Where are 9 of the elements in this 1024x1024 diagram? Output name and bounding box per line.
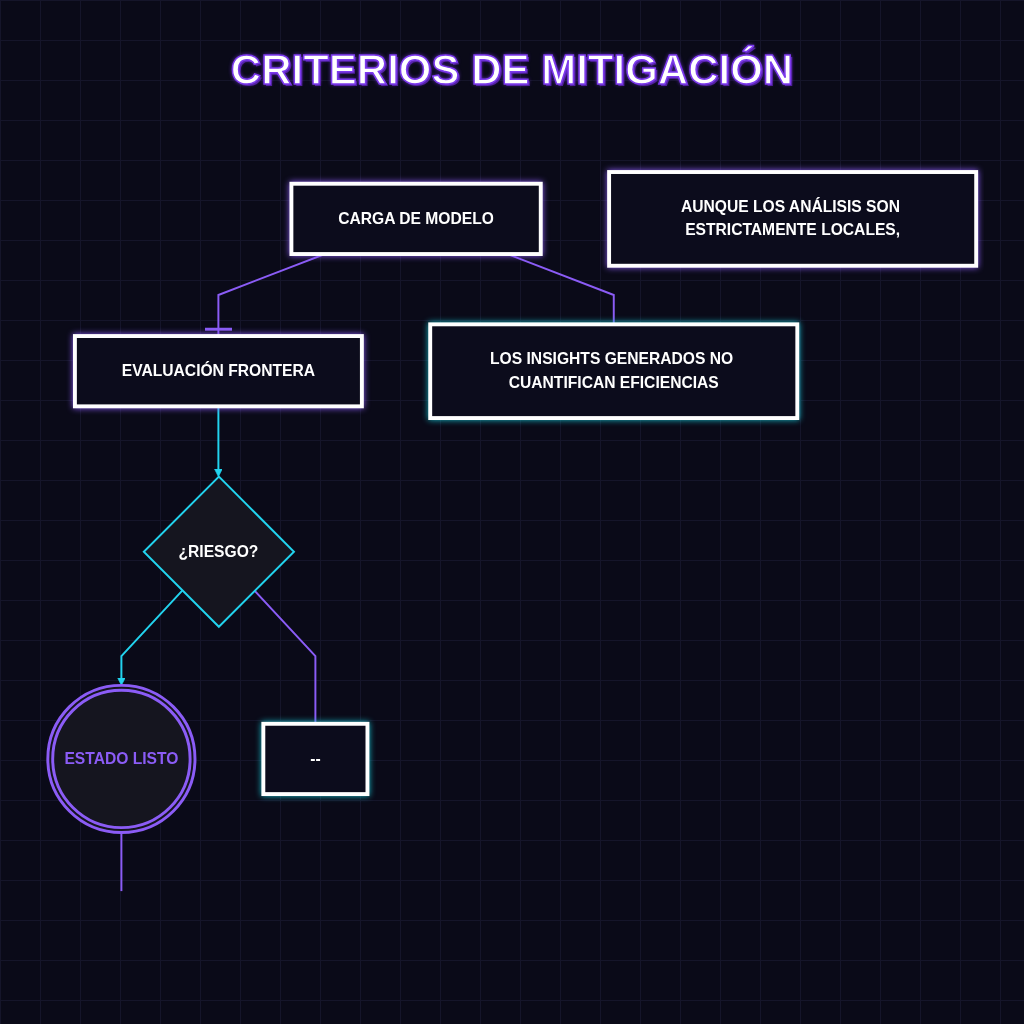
node-diamond: ¿RIESGO? xyxy=(142,475,296,629)
node-box: EVALUACIÓN FRONTERA xyxy=(72,334,364,409)
node-circle: ESTADO LISTO xyxy=(46,683,197,834)
title: CRITERIOS DE MITIGACIÓN xyxy=(230,46,794,94)
node-box: -- xyxy=(261,721,370,797)
node-box: CARGA DE MODELO xyxy=(289,181,543,256)
arrow xyxy=(117,589,184,686)
node-box: AUNQUE LOS ANÁLISIS SON ESTRICTAMENTE LOCALES, xyxy=(607,170,979,268)
node-box: LOS INSIGHTS GENERADOS NO CUANTIFICAN EFICIENCIAS xyxy=(428,322,800,420)
